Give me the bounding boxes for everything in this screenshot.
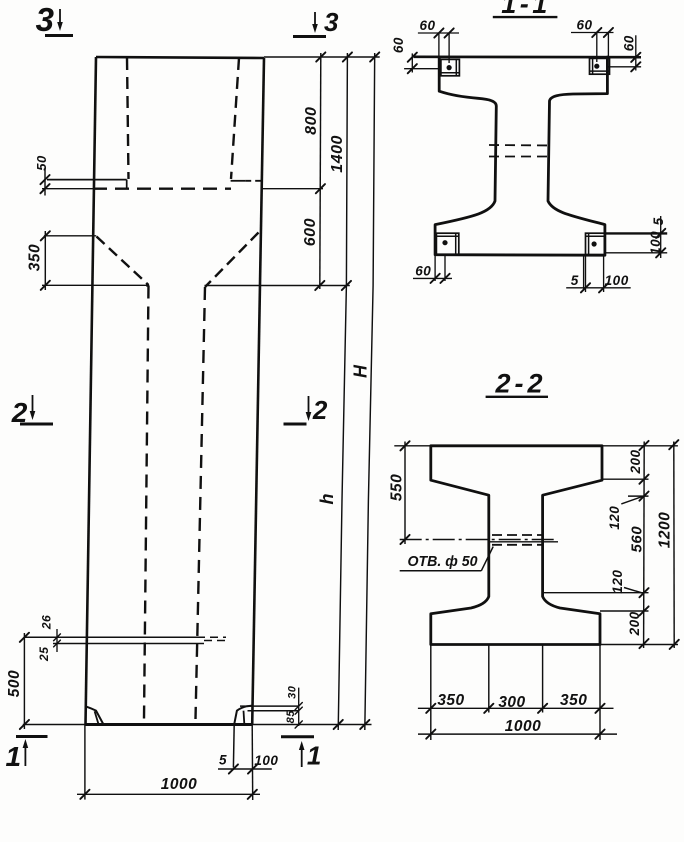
- svg-text:60: 60: [391, 37, 406, 53]
- svg-text:30: 30: [286, 685, 298, 699]
- svg-text:1: 1: [307, 741, 322, 771]
- svg-text:60: 60: [419, 18, 435, 33]
- svg-text:350: 350: [560, 692, 587, 709]
- svg-text:1400: 1400: [329, 135, 346, 173]
- svg-text:1: 1: [5, 741, 21, 772]
- svg-text:500: 500: [6, 670, 23, 697]
- svg-text:85: 85: [285, 710, 297, 724]
- svg-text:5: 5: [651, 217, 666, 225]
- svg-text:300: 300: [498, 694, 525, 711]
- svg-text:h: h: [317, 493, 337, 505]
- svg-text:100: 100: [648, 231, 663, 255]
- svg-text:1-1: 1-1: [501, 0, 551, 19]
- svg-text:1200: 1200: [657, 512, 674, 548]
- svg-text:3: 3: [324, 7, 339, 37]
- svg-text:1000: 1000: [161, 776, 197, 793]
- svg-text:60: 60: [576, 18, 592, 33]
- svg-text:200: 200: [628, 449, 643, 474]
- svg-text:800: 800: [303, 107, 320, 135]
- svg-text:560: 560: [628, 526, 645, 553]
- svg-text:5: 5: [219, 753, 227, 768]
- svg-text:350: 350: [27, 244, 44, 271]
- svg-text:25: 25: [37, 647, 51, 662]
- svg-text:600: 600: [302, 218, 319, 246]
- svg-text:H: H: [351, 364, 371, 378]
- svg-text:200: 200: [627, 611, 642, 636]
- svg-text:26: 26: [39, 615, 53, 630]
- svg-text:5: 5: [571, 273, 579, 288]
- svg-text:60: 60: [621, 35, 636, 51]
- svg-text:2: 2: [312, 395, 328, 425]
- svg-text:2: 2: [11, 397, 28, 428]
- svg-text:120: 120: [607, 506, 622, 530]
- svg-text:100: 100: [605, 273, 629, 288]
- svg-text:ОТВ. ф 50: ОТВ. ф 50: [408, 553, 479, 570]
- svg-text:1000: 1000: [505, 718, 541, 735]
- svg-text:60: 60: [415, 264, 431, 279]
- svg-text:50: 50: [34, 155, 49, 171]
- svg-text:120: 120: [610, 570, 625, 594]
- svg-text:550: 550: [389, 474, 406, 501]
- svg-text:2-2: 2-2: [494, 369, 546, 399]
- svg-text:100: 100: [254, 753, 278, 768]
- svg-text:350: 350: [437, 692, 464, 709]
- svg-text:3: 3: [36, 1, 55, 38]
